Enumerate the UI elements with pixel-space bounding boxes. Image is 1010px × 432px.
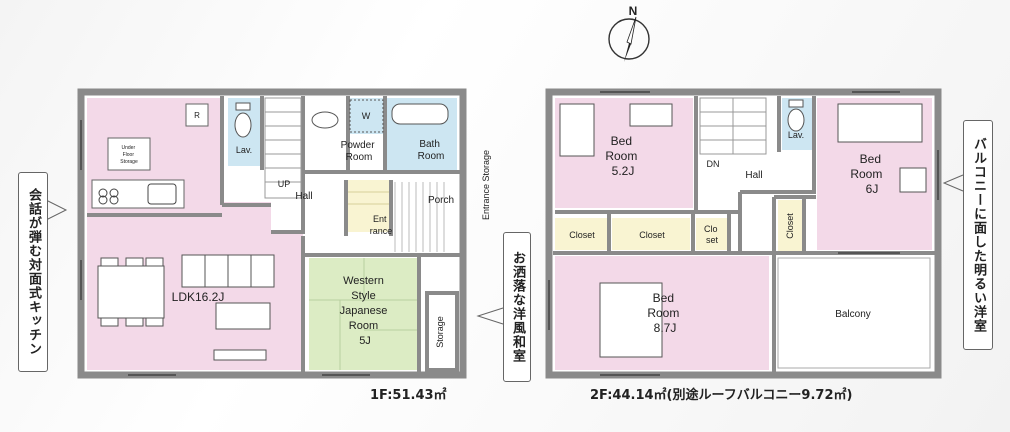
closet-3 (696, 218, 728, 250)
compass-icon: N (608, 4, 650, 62)
bedroom-callout: バルコニーに面した明るい洋室 (963, 120, 993, 350)
bedroom-8-7j-label: Bed Room 8.7J (647, 291, 682, 335)
hall-label-2f: Hall (745, 170, 762, 181)
first-floor-area: 1F:51.43㎡ (370, 388, 447, 403)
bedroom-5-2j-label: Bed Room 5.2J (605, 134, 640, 178)
r-label: R (194, 111, 200, 120)
lav-label-2f: Lav. (788, 130, 804, 140)
entrance-floor (348, 180, 389, 232)
western-room-callout: お洒落な洋風和室 (503, 232, 531, 382)
closet-1-label: Closet (569, 230, 595, 240)
dn-label: DN (707, 159, 720, 169)
kitchen-callout: 会話が弾む対面式キッチン (18, 172, 48, 372)
bedroom-6j-label: Bed Room 6J (850, 152, 885, 196)
w-label: W (362, 111, 371, 121)
ldk-label: LDK16.2J (172, 290, 225, 304)
closet-3-label: Clo set (704, 224, 720, 245)
balcony-label: Balcony (835, 309, 871, 320)
western-room-label: Western Style Japanese Room 5J (340, 275, 391, 347)
bath-room-label: Bath Room (418, 139, 445, 162)
powder-room-label: Powder Room (341, 140, 378, 163)
closet-4 (778, 200, 802, 252)
underfloor-storage-label: Under Floor Storage (120, 145, 138, 165)
entrance-storage-label: Entrance Storage (481, 150, 491, 220)
balcony-floor (775, 256, 932, 370)
up-label: UP (278, 179, 291, 189)
hall-label-1f: Hall (295, 191, 312, 202)
closet-2-label: Closet (639, 230, 665, 240)
closet-4-label: Closet (785, 213, 795, 239)
closet-1 (555, 218, 607, 250)
second-floor-plan: Bed Room 5.2J Lav. DN Hall Bed Room 6J C… (545, 88, 942, 379)
porch-label: Porch (428, 195, 454, 206)
second-floor-area: 2F:44.14㎡(別途ルーフバルコニー9.72㎡) (590, 388, 853, 403)
closet-2 (612, 218, 690, 250)
storage-label-1f: Storage (435, 316, 445, 348)
north-label: N (629, 4, 638, 18)
lav-label-1f: Lav. (236, 145, 252, 155)
entrance-label: Ent rance (370, 214, 393, 236)
first-floor-plan: Under Floor Storage R Lav. Powder Room W… (77, 88, 491, 379)
